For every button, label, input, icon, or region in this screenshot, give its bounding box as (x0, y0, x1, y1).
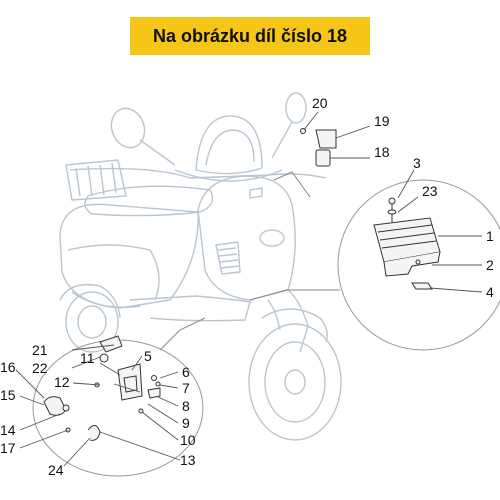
callout-22: 22 (32, 360, 48, 376)
regulator-part (373, 197, 441, 290)
callout-10: 10 (180, 432, 196, 448)
callout-12: 12 (54, 374, 70, 390)
callout-23: 23 (422, 183, 438, 199)
callout-13: 13 (180, 452, 196, 468)
callout-6: 6 (182, 364, 190, 380)
callout-15: 15 (0, 387, 16, 403)
leader-lines-left (15, 369, 45, 399)
callout-1: 1 (486, 228, 494, 244)
title-banner: Na obrázku díl číslo 18 (130, 17, 370, 55)
callout-5: 5 (144, 348, 152, 364)
callout-19: 19 (374, 113, 390, 129)
callout-4: 4 (486, 284, 494, 300)
callout-14: 14 (0, 422, 16, 438)
callout-21: 21 (32, 342, 48, 358)
callout-8: 8 (182, 398, 190, 414)
callout-9: 9 (182, 415, 190, 431)
callout-3: 3 (413, 155, 421, 171)
relay-part (300, 128, 337, 167)
leader-lines (19, 111, 483, 467)
callout-17: 17 (0, 440, 16, 456)
lower-parts (43, 335, 161, 441)
callout-16: 16 (0, 359, 16, 375)
callout-7: 7 (182, 380, 190, 396)
callout-numbers: 20 19 18 3 23 1 2 4 21 22 5 11 6 7 8 9 1… (0, 95, 494, 478)
callout-20: 20 (312, 95, 328, 111)
callout-24: 24 (48, 462, 64, 478)
callout-18: 18 (374, 144, 390, 160)
scooter-outline (59, 92, 342, 441)
banner-title: Na obrázku díl číslo 18 (152, 25, 348, 46)
callout-2: 2 (486, 257, 494, 273)
callout-11: 11 (80, 350, 95, 366)
